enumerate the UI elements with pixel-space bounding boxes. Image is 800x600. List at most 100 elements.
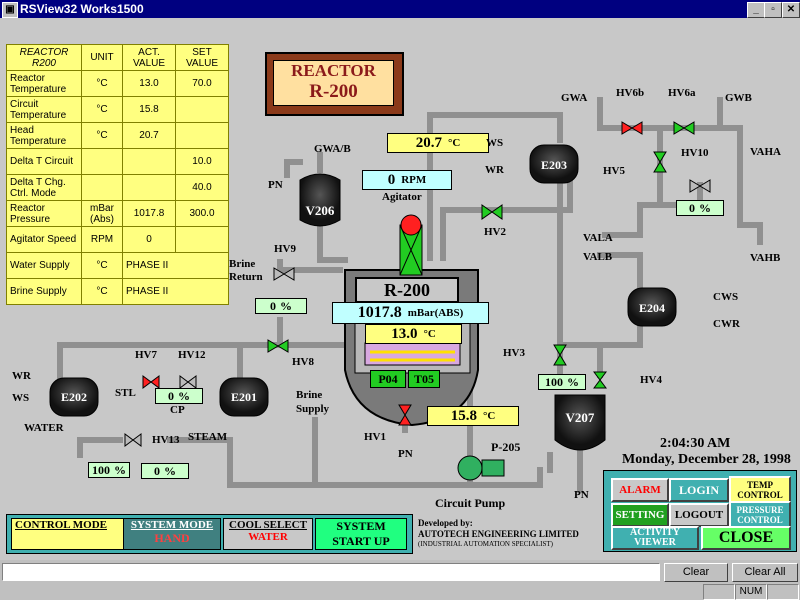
clear-all-button[interactable]: Clear All <box>732 563 798 582</box>
row-set <box>175 96 229 123</box>
close-button[interactable]: CLOSE <box>701 526 791 550</box>
activity-viewer-button[interactable]: ACTIVITY VIEWER <box>611 526 699 550</box>
valve-hv6a[interactable] <box>673 121 695 135</box>
v207-level-value: 100 <box>545 374 563 389</box>
system-start-up-button[interactable]: SYSTEM START UP <box>315 518 407 550</box>
pn-v207-label: PN <box>574 489 589 501</box>
valve-hv9[interactable] <box>273 267 295 281</box>
valve-hv8[interactable] <box>267 339 289 353</box>
wr-left-label: WR <box>12 370 31 382</box>
row-set[interactable]: 300.0 <box>175 200 229 227</box>
valb-label: VALB <box>583 251 613 263</box>
gwb-label: GWB <box>725 92 752 104</box>
p04-indicator[interactable]: P04 <box>370 370 406 388</box>
control-mode-cell[interactable]: CONTROL MODE <box>11 518 124 550</box>
app-icon[interactable]: ▣ <box>2 2 18 18</box>
row-act <box>122 148 176 175</box>
valve-hv5[interactable] <box>653 151 667 173</box>
hv10-readout: 0% <box>676 200 724 216</box>
exchanger-e204[interactable] <box>627 287 677 327</box>
cwr-label: CWR <box>713 318 740 330</box>
message-field[interactable] <box>2 563 660 581</box>
ws-left-label: WS <box>12 392 30 404</box>
e201-label: E201 <box>230 390 257 404</box>
pressure-control-button[interactable]: PRESSURE CONTROL <box>729 501 791 529</box>
valve-hv4[interactable] <box>593 371 607 389</box>
circuit-pump-label: Circuit Pump <box>435 496 506 510</box>
valve-hv3[interactable] <box>553 344 567 366</box>
exchanger-e202[interactable] <box>49 377 99 417</box>
maximize-button[interactable]: ▫ <box>764 2 782 18</box>
valve-hv7[interactable] <box>142 375 160 389</box>
alarm-button[interactable]: ALARM <box>611 478 669 502</box>
clock-time: 2:04:30 AM <box>660 436 731 451</box>
valves <box>124 121 711 447</box>
vaha-label: VAHA <box>750 146 781 158</box>
valve-hv6b[interactable] <box>621 121 643 135</box>
brine-return-label-1: Brine <box>229 258 256 270</box>
row-unit: °C <box>81 96 123 123</box>
logout-button[interactable]: LOGOUT <box>669 503 729 527</box>
p205-label: P-205 <box>491 440 521 454</box>
row-unit: °C <box>81 70 123 97</box>
circuit-temp-readout: 15.8°C <box>427 406 519 426</box>
pump-p205[interactable] <box>457 455 505 481</box>
login-button[interactable]: LOGIN <box>669 478 729 502</box>
valve-hv12[interactable] <box>179 375 197 389</box>
row-unit <box>81 174 123 201</box>
brine-supply-label-1: Brine <box>296 389 323 401</box>
vessel-v206[interactable] <box>299 173 341 227</box>
hv10-unit: % <box>699 200 711 215</box>
circuit-temp-unit: °C <box>482 410 496 422</box>
row-act: 15.8 <box>122 96 176 123</box>
valve-hv2[interactable] <box>481 204 503 220</box>
brine-return-label-2: Return <box>229 271 263 283</box>
row-name: Reactor Pressure <box>6 200 82 227</box>
hv5-label: HV5 <box>603 165 625 177</box>
row-unit: RPM <box>81 226 123 253</box>
vessel-v207[interactable] <box>554 394 606 451</box>
row-unit: mBar (Abs) <box>81 200 123 227</box>
exchanger-e203[interactable] <box>529 144 579 184</box>
hv12-label: HV12 <box>178 349 206 361</box>
table-header-set: SET VALUE <box>175 44 229 71</box>
hv9-value: 0 <box>270 298 276 313</box>
v206-label: V206 <box>305 203 335 218</box>
vala-label: VALA <box>583 232 613 244</box>
hv6a-label: HV6a <box>668 87 696 99</box>
temp-control-button[interactable]: TEMP CONTROL <box>729 476 791 504</box>
setting-button[interactable]: SETTING <box>611 503 669 527</box>
pn-top-label: PN <box>268 179 283 191</box>
gwa-b-label: GWA/B <box>314 143 351 155</box>
title-bar: ▣ RSView32 Works1500 _ ▫ ✕ <box>0 0 800 18</box>
rpm-value: 0 <box>387 171 396 188</box>
row-name: Reactor Temperature <box>6 70 82 97</box>
valve-hv13[interactable] <box>124 433 142 447</box>
row-name: Brine Supply <box>6 278 82 305</box>
v207-level-readout: 100% <box>538 374 586 390</box>
t05-indicator[interactable]: T05 <box>408 370 440 388</box>
hv4-label: HV4 <box>640 374 662 386</box>
e203-label: E203 <box>540 158 567 172</box>
status-pane <box>703 584 735 600</box>
cp-label: CP <box>170 404 185 416</box>
valve-hv1[interactable] <box>398 404 412 426</box>
exchanger-e201[interactable] <box>219 377 269 417</box>
row-set[interactable]: 70.0 <box>175 70 229 97</box>
row-set[interactable]: 10.0 <box>175 148 229 175</box>
reactor-parameter-table: REACTOR R200 UNIT ACT. VALUE SET VALUE R… <box>6 44 229 305</box>
reactor-temp-value: 13.0 <box>391 325 418 342</box>
clear-button[interactable]: Clear <box>664 563 728 582</box>
ws-top-label: WS <box>486 137 504 149</box>
row-set[interactable]: 40.0 <box>175 174 229 201</box>
valve-hv10[interactable] <box>689 179 711 193</box>
row-act: 13.0 <box>122 70 176 97</box>
hv13-unit: % <box>164 463 176 478</box>
